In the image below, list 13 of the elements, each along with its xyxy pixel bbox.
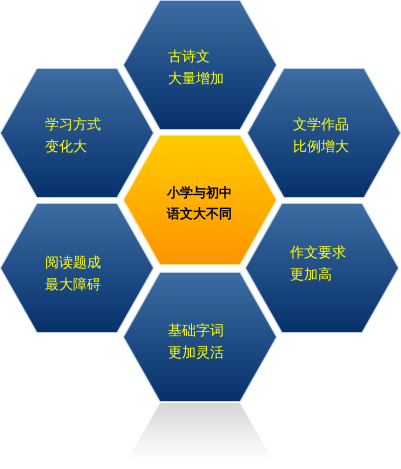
central-topic-label: 小学与初中语文大不同	[167, 184, 233, 224]
topic-label: 阅读题成最大障碍	[45, 254, 102, 295]
topic-hexagon	[0, 68, 154, 198]
topic-label: 古诗文大量增加	[168, 48, 225, 89]
central-hexagon	[123, 135, 277, 265]
topic-hexagon	[245, 203, 399, 333]
topic-label: 学习方式变化大	[45, 116, 102, 157]
topic-hexagon	[247, 68, 401, 198]
topic-hexagon	[123, 0, 277, 130]
topic-label: 文学作品比例增大	[293, 116, 350, 157]
topic-label: 作文要求更加高	[290, 244, 347, 285]
topic-label: 基础字词更加灵活	[168, 322, 225, 363]
topic-hexagon	[0, 203, 154, 333]
